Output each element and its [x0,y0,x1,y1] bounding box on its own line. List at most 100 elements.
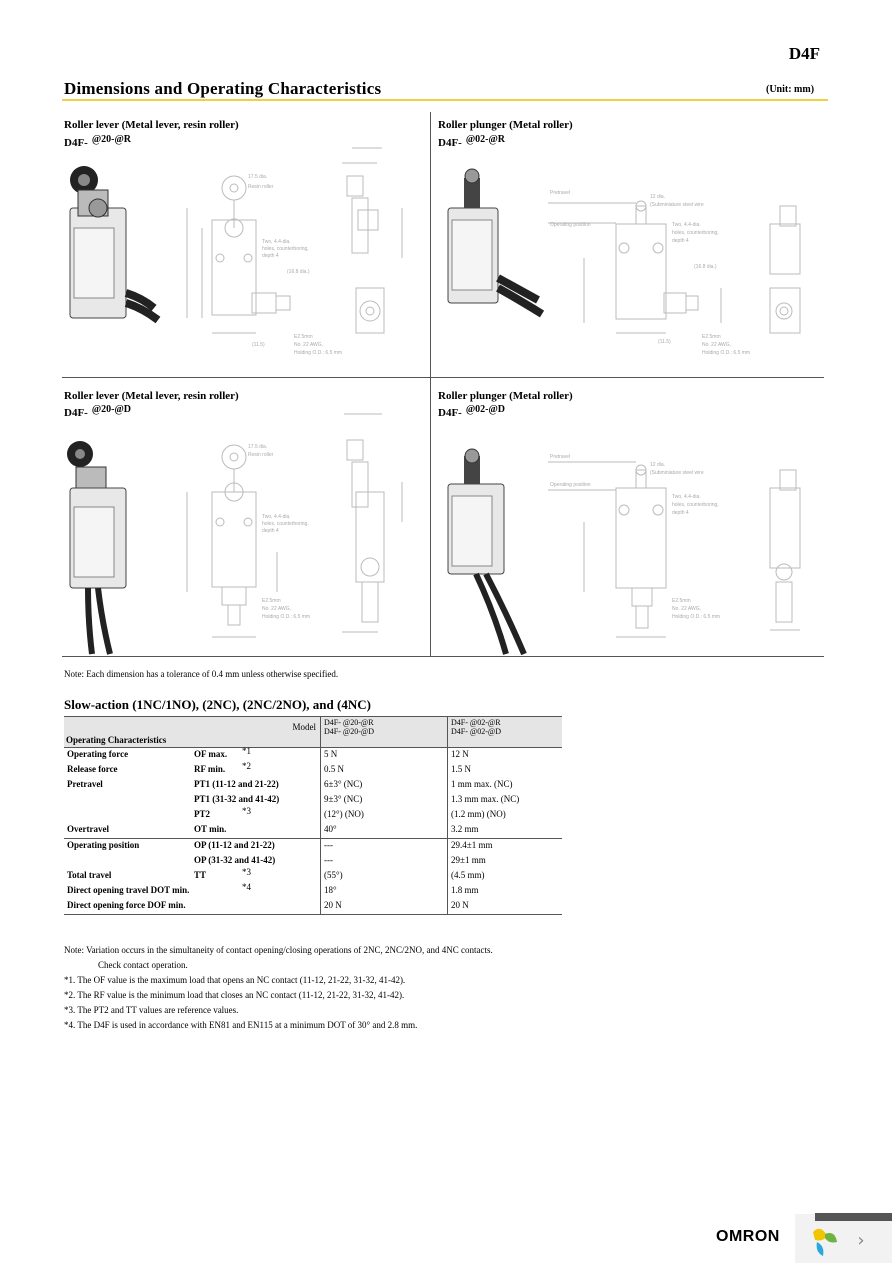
value-cell: 29.4±1 mm [447,838,562,854]
value-cell: 6±3° (NC) [320,778,448,793]
svg-text:(11.5): (11.5) [252,342,265,348]
table-row: PT1 (31-32 and 41-42)9±3° (NC)1.3 mm max… [64,793,562,808]
dimension-drawing: 17.5 dia. Resin roller Two, 4.4-dia. hol… [69,147,403,356]
value-cell: 1.8 mm [447,884,562,899]
footnote-3: *3. The PT2 and TT values are reference … [64,1005,239,1015]
row-symbol: RF min. [194,764,226,774]
svg-text:Holding O.D.: 6.5 mm: Holding O.D.: 6.5 mm [262,614,310,620]
dimension-cell-roller-lever-r: Roller lever (Metal lever, resin roller)… [62,112,432,378]
row-symbol: OP (31-32 and 41-42) [194,855,276,865]
cell-model: D4F-@20-@D [64,404,131,419]
value-cell: 5 N [320,747,448,763]
footnote-4: *4. The D4F is used in accordance with E… [64,1020,418,1030]
table-header-row: Model Operating Characteristics D4F- @20… [64,716,562,748]
row-name: Direct opening force DOF min. [67,900,186,910]
tolerance-note: Note: Each dimension has a tolerance of … [64,669,339,679]
value-cell: (4.5 mm) [447,869,562,884]
row-label: Direct opening travel DOT min.*4 [64,882,321,899]
value-cell: --- [320,838,448,854]
row-label: PT2*3 [64,806,321,823]
value-cell: (55°) [320,869,448,884]
svg-text:17.5 dia.: 17.5 dia. [248,174,267,180]
value-cell: --- [320,854,448,869]
svg-text:Pretravel: Pretravel [550,190,570,196]
row-symbol: PT1 (11-12 and 21-22) [194,779,279,789]
row-name: Pretravel [67,779,103,789]
svg-text:No. 22 AWG,: No. 22 AWG, [672,606,701,612]
value-cell: 3.2 mm [447,823,562,839]
col2-header: D4F- @02-@R D4F- @02-@D [447,716,562,748]
value-cell: 20 N [320,899,448,915]
svg-text:Holding O.D.: 6.5 mm: Holding O.D.: 6.5 mm [294,350,342,356]
svg-text:holes, counterboring,: holes, counterboring, [262,521,309,527]
cell-title: Roller lever (Metal lever, resin roller) [64,119,239,131]
svg-text:Two, 4.4-dia.: Two, 4.4-dia. [672,222,701,228]
table-title: Slow-action (1NC/1NO), (2NC), (2NC/2NO),… [64,697,371,712]
value-cell: (1.2 mm) (NO) [447,808,562,823]
row-label: PT1 (31-32 and 41-42) [64,793,321,808]
svg-text:E2.5mm: E2.5mm [262,598,281,604]
side-view [342,413,403,633]
product-code: D4F [788,44,820,63]
operating-characteristics-table: Model Operating Characteristics D4F- @20… [64,716,562,915]
svg-text:Holding O.D.: 6.5 mm: Holding O.D.: 6.5 mm [702,350,750,356]
value-cell: 18° [320,884,448,899]
row-symbol: OF max. [194,749,228,759]
footnote-note: Note: Variation occurs in the simultanei… [64,945,493,955]
side-view [769,205,801,334]
front-view [548,200,722,334]
switch-photo [447,168,545,318]
row-footnote-ref: *2 [242,761,251,771]
cell-model: D4F-@20-@R [64,134,131,149]
row-name: Release force [67,764,118,774]
svg-text:depth 4: depth 4 [672,238,689,244]
row-symbol: OT min. [194,824,227,834]
svg-text:E2.5mm: E2.5mm [294,334,313,340]
grid-divider-horizontal [62,377,824,378]
row-name: Operating position [67,840,140,850]
value-cell: (12°) (NO) [320,808,448,823]
cell-title: Roller plunger (Metal roller) [438,390,573,402]
svg-text:Resin roller: Resin roller [248,184,274,190]
row-label: Release force RF min. *2 [64,761,321,778]
col1-header: D4F- @20-@R D4F- @20-@D [320,716,448,748]
svg-text:(16.8 dia.): (16.8 dia.) [287,269,310,275]
row-symbol: PT1 (31-32 and 41-42) [194,794,280,804]
row-label: Pretravel PT1 (11-12 and 21-22) [64,778,321,793]
svg-text:depth 4: depth 4 [672,510,689,516]
svg-text:depth 4: depth 4 [262,253,279,259]
page-corner [795,1214,892,1263]
svg-text:(11.5): (11.5) [658,339,671,345]
section-title: Dimensions and Operating Characteristics [64,79,382,98]
row-footnote-ref: *4 [242,882,251,892]
row-footnote-ref: *3 [242,806,251,816]
svg-text:(Subminiature steel wire: (Subminiature steel wire [650,470,704,476]
value-cell: 12 N [447,747,562,763]
chevron-right-icon[interactable]: › [857,1230,865,1251]
table-row: Pretravel PT1 (11-12 and 21-22) 6±3° (NC)1… [64,778,562,793]
grid-bottom-rule [62,656,824,657]
svg-text:No. 22 AWG,: No. 22 AWG, [262,606,291,612]
svg-text:Two, 4.4-dia.: Two, 4.4-dia. [262,239,291,245]
row-footnote-ref: *1 [242,746,251,756]
dimension-grid: Roller lever (Metal lever, resin roller)… [62,112,824,657]
front-view [186,444,278,638]
row-symbol: OP (11-12 and 21-22) [194,840,275,850]
grid-divider-vertical [430,112,431,657]
svg-text:No. 22 AWG,: No. 22 AWG, [294,342,323,348]
value-cell: 1 mm max. (NC) [447,778,562,793]
value-cell: 1.5 N [447,763,562,778]
svg-text:(Subminiature steel wire: (Subminiature steel wire [650,202,704,208]
cell-model: D4F-@02-@D [438,404,505,419]
header-corner: Model Operating Characteristics [64,716,321,748]
dimension-drawing: Pretravel Operating position 12 dia. (Su… [447,168,801,356]
svg-text:12 dia.: 12 dia. [650,194,665,200]
switch-photo [69,166,161,324]
